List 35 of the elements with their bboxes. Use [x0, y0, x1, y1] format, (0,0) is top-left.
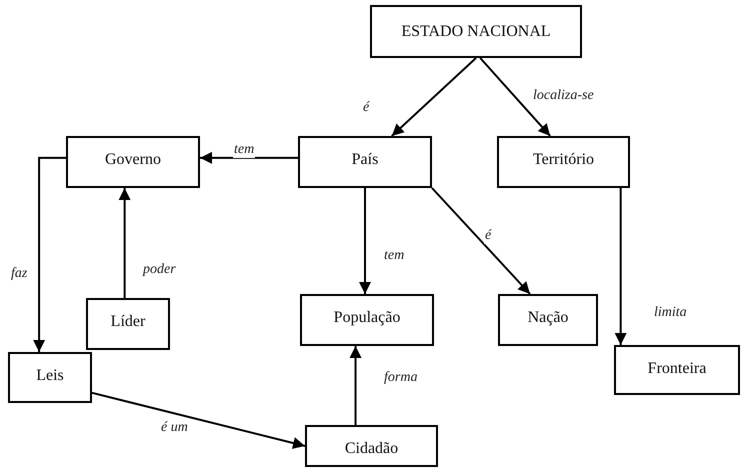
node-label: Fronteira	[648, 360, 706, 378]
node-label: País	[352, 151, 378, 169]
arrow	[359, 188, 371, 294]
arrow	[118, 188, 131, 298]
edge-label: tem	[233, 142, 256, 158]
concept-box	[614, 345, 740, 395]
arrow	[391, 57, 477, 137]
arrow	[350, 346, 362, 425]
node-label: População	[334, 309, 400, 327]
concept-box	[300, 294, 434, 346]
node-label: ESTADO NACIONAL	[401, 23, 551, 41]
edge-label: forma	[383, 370, 418, 386]
arrow	[614, 188, 627, 345]
concept-box	[305, 425, 438, 467]
concept-box	[497, 136, 630, 188]
edge-label: é	[484, 228, 492, 244]
arrow	[480, 57, 551, 137]
arrow	[431, 187, 531, 295]
arrow	[200, 152, 298, 164]
node-label: Leis	[36, 367, 64, 385]
concept-box	[66, 136, 200, 188]
concept-box	[298, 136, 432, 188]
node-label: Cidadão	[344, 440, 398, 458]
concept-box	[8, 352, 92, 403]
node-label: Nação	[528, 309, 568, 327]
edge-label: faz	[10, 266, 28, 282]
concept-box	[370, 5, 582, 58]
concept-box	[498, 294, 598, 346]
node-label: Território	[532, 151, 594, 169]
concept-box	[86, 298, 170, 350]
edge-label: poder	[142, 262, 177, 278]
node-label: Líder	[110, 313, 146, 331]
arrow	[92, 392, 306, 449]
arrow	[33, 156, 66, 352]
node-label: Governo	[105, 151, 161, 169]
